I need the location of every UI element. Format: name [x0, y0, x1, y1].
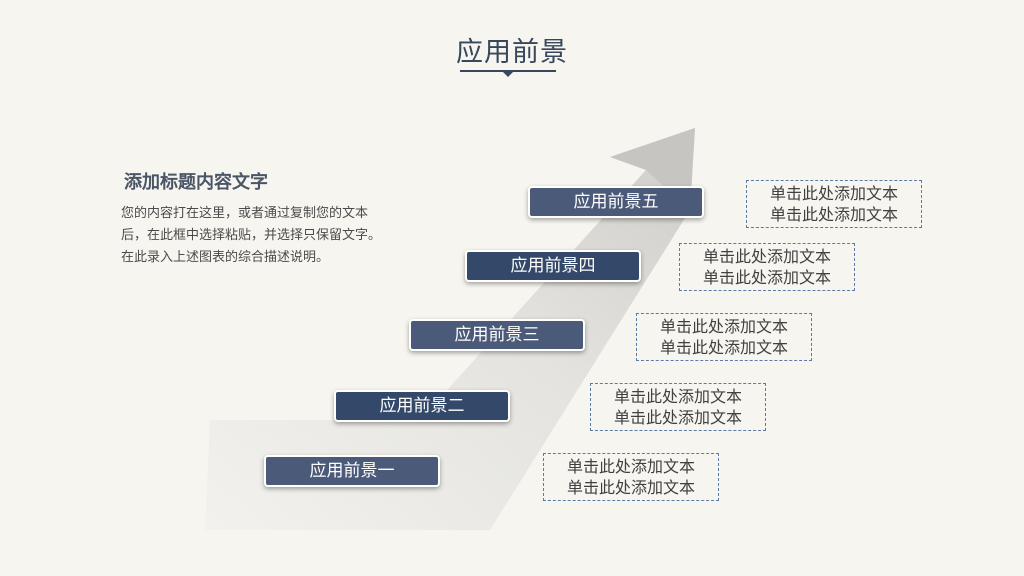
slide-title: 应用前景 [456, 37, 568, 68]
content-heading: 添加标题内容文字 [124, 172, 268, 193]
step-3-note[interactable]: 单击此处添加文本 单击此处添加文本 [636, 313, 812, 361]
note-line: 单击此处添加文本 [566, 457, 695, 476]
step-4-note[interactable]: 单击此处添加文本 单击此处添加文本 [679, 243, 855, 291]
arrow-body [205, 128, 695, 530]
step-5-note[interactable]: 单击此处添加文本 单击此处添加文本 [746, 180, 922, 228]
note-line: 单击此处添加文本 [702, 247, 831, 266]
note-line: 单击此处添加文本 [566, 478, 695, 497]
step-3-label[interactable]: 应用前景三 [409, 319, 585, 351]
step-4-label[interactable]: 应用前景四 [465, 250, 641, 282]
note-line: 单击此处添加文本 [659, 338, 788, 357]
note-line: 单击此处添加文本 [769, 184, 898, 203]
step-5-label[interactable]: 应用前景五 [528, 186, 704, 218]
content-body-text: 您的内容打在这里，或者通过复制您的文本后，在此框中选择粘贴，并选择只保留文字。在… [121, 206, 382, 265]
step-1-label[interactable]: 应用前景一 [264, 455, 440, 487]
step-2-note[interactable]: 单击此处添加文本 单击此处添加文本 [590, 383, 766, 431]
note-line: 单击此处添加文本 [702, 268, 831, 287]
note-line: 单击此处添加文本 [769, 205, 898, 224]
note-line: 单击此处添加文本 [613, 408, 742, 427]
step-2-label[interactable]: 应用前景二 [334, 390, 510, 422]
note-line: 单击此处添加文本 [613, 387, 742, 406]
note-line: 单击此处添加文本 [659, 317, 788, 336]
step-1-note[interactable]: 单击此处添加文本 单击此处添加文本 [543, 453, 719, 501]
title-pointer-icon [502, 71, 514, 77]
